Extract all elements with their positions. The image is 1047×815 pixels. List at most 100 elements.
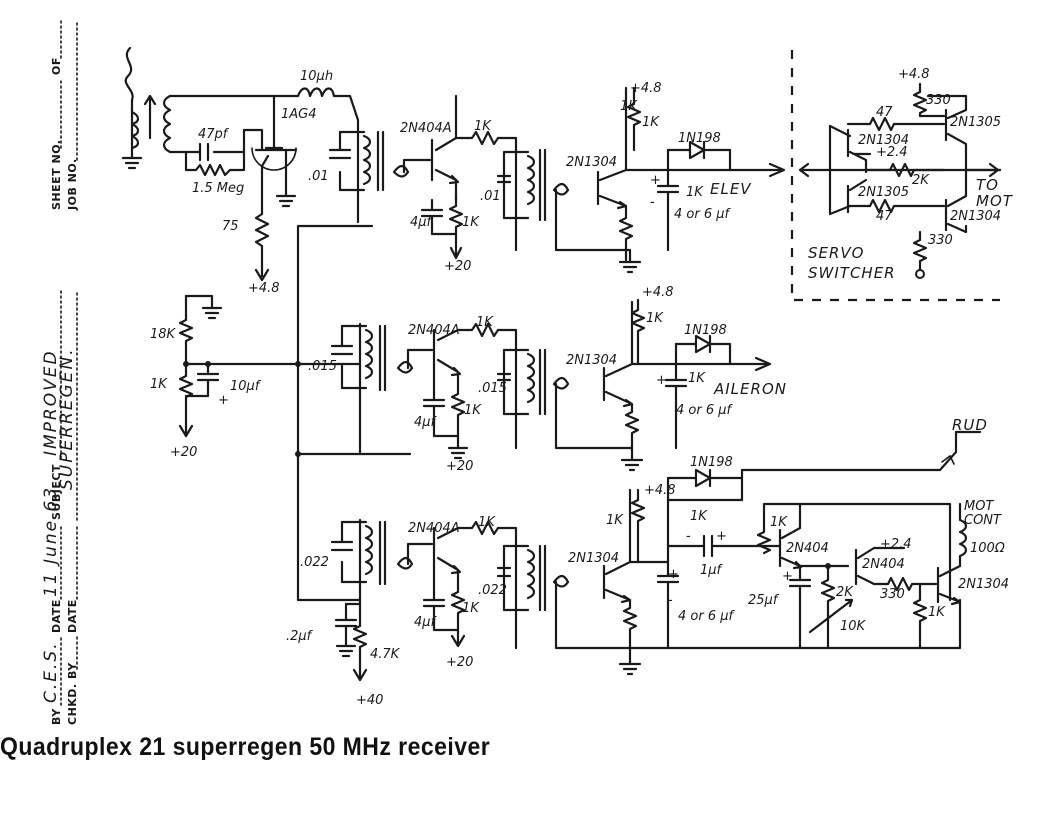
mot-cont-label-1: MOT xyxy=(964,499,994,514)
qs1-label: 2N1304 xyxy=(858,133,909,148)
r47a-label: 47 xyxy=(876,105,893,120)
channel-aileron: .015 2N404A 1K 1K 4μf +20 .015 2N1304 +4… xyxy=(308,285,787,474)
checked-by-label: CHKD. BY xyxy=(66,662,79,725)
d2-label: 1N198 xyxy=(684,323,727,338)
c4uf-ch2-label: 4μf xyxy=(414,415,438,430)
c-015-ch2b-label: .015 xyxy=(478,381,507,396)
qs3-label: 2N1305 xyxy=(858,185,909,200)
r1k-q2c-label: 1K xyxy=(642,115,660,130)
detector-stage: 47pf 1.5 Meg 1AG4 75 +4.8 10μh xyxy=(121,46,360,296)
minus-ch1: - xyxy=(650,195,655,210)
v48a-label: +4.8 xyxy=(248,281,280,296)
plus-1uf: + xyxy=(716,529,727,544)
to-mot-label-1: TO xyxy=(976,176,999,194)
choke-10uh-label: 10μh xyxy=(300,69,333,84)
c25uf-label: 25μf xyxy=(748,593,780,608)
r330b-label: 330 xyxy=(928,233,953,248)
date2-label: DATE xyxy=(66,599,79,633)
q8-label: 2N404 xyxy=(862,557,905,572)
r330c-label: 330 xyxy=(880,587,905,602)
r47k-label: 4.7K xyxy=(370,647,401,662)
r1k-q3e-label: 1K xyxy=(464,403,482,418)
sheet-no-label: SHEET NO. xyxy=(50,140,63,210)
v48c-label: +4.8 xyxy=(642,285,674,300)
r1k-q7-label: 1K xyxy=(770,515,788,530)
plus-ch1: + xyxy=(650,173,661,188)
elev-label: ELEV xyxy=(710,180,752,198)
q2-label: 2N1304 xyxy=(566,155,617,170)
date-label: DATE xyxy=(50,599,63,633)
r1k-bias-label: 1K xyxy=(150,377,168,392)
subject-line-2: SUPERREGEN. xyxy=(57,347,77,490)
v24s-label: +2.4 xyxy=(876,145,908,160)
v48d-label: +4.8 xyxy=(644,483,676,498)
c4uf-ch3-label: 4μf xyxy=(414,615,438,630)
d1-label: 1N198 xyxy=(678,131,721,146)
c-022-ch3b-label: .022 xyxy=(478,583,507,598)
servo-label-1: SERVO xyxy=(808,244,865,262)
c2uf-label: .2μf xyxy=(286,629,314,644)
tube-1ag4-label: 1AG4 xyxy=(281,107,317,122)
supply-bus xyxy=(295,224,412,602)
aileron-label: AILERON xyxy=(713,380,787,398)
r1k-q6-label: 1K xyxy=(606,513,624,528)
v48s-label: +4.8 xyxy=(898,67,930,82)
subject-line-1: IMPROVED xyxy=(41,349,61,456)
v20c-label: +20 xyxy=(446,655,473,670)
job-no-label: JOB NO. xyxy=(66,158,79,211)
r1k-q4-label: 1K xyxy=(646,311,664,326)
qs4-label: 2N1304 xyxy=(950,209,1001,224)
channel-rudder: .022 2N404A 1K 1K 4μf +20 .2μf 4.7K +40 … xyxy=(286,416,1009,708)
servo-label-2: SWITCHER xyxy=(808,264,896,282)
c4uf-ch1-label: 4μf xyxy=(410,215,434,230)
r47b-label: 47 xyxy=(876,209,893,224)
subject-label: SUBJECT xyxy=(50,464,63,520)
q9-label: 2N1304 xyxy=(958,577,1009,592)
channel-elev: .01 2N404A 1K 1K 4μf +20 .01 2N1304 1K 1… xyxy=(308,81,786,274)
r1k-d2-label: 1K xyxy=(688,371,706,386)
antenna xyxy=(124,46,134,102)
bias-network: 18K 1K +20 + 10μf xyxy=(150,294,300,460)
r-75-label: 75 xyxy=(222,219,239,234)
plus-bias: + xyxy=(218,393,229,408)
c-01-ch1b-label: .01 xyxy=(480,189,501,204)
r2k-label: 2K xyxy=(836,585,854,600)
c-47pf-label: 47pf xyxy=(198,127,230,142)
plus-ch3: + xyxy=(668,567,679,582)
c-4or6-ch1-label: 4 or 6 μf xyxy=(674,207,732,222)
v24c-label: +2.4 xyxy=(880,537,912,552)
c-01-ch1-label: .01 xyxy=(308,169,329,184)
diagram-caption: Quadruplex 21 superregen 50 MHz receiver xyxy=(0,733,491,761)
v40-label: +40 xyxy=(356,693,383,708)
r2ks-label: 2K xyxy=(912,173,930,188)
q3-label: 2N404A xyxy=(408,323,460,338)
mot-cont-label-2: CONT xyxy=(964,513,1002,528)
v20a-label: +20 xyxy=(444,259,471,274)
r10k-label: 10K xyxy=(840,619,867,634)
c10uf-label: 10μf xyxy=(230,379,262,394)
v20b-label: +20 xyxy=(446,459,473,474)
q7-label: 2N404 xyxy=(786,541,829,556)
r1k-q5e-label: 1K xyxy=(462,601,480,616)
plus-25uf: + xyxy=(782,569,793,584)
c-022-ch3-label: .022 xyxy=(300,555,329,570)
q1-label: 2N404A xyxy=(400,121,452,136)
r1k-q3-label: 1K xyxy=(476,315,494,330)
rud-label: RUD xyxy=(952,416,988,434)
r1k-d3-label: 1K xyxy=(690,509,708,524)
r1k-d1-label: 1K xyxy=(686,185,704,200)
r-1.5meg-label: 1.5 Meg xyxy=(192,181,244,196)
by-value: C.E.S. xyxy=(41,641,61,703)
r1k-q1e-label: 1K xyxy=(462,215,480,230)
v48b-label: +4.8 xyxy=(630,81,662,96)
r18k-label: 18K xyxy=(150,327,177,342)
q4-label: 2N1304 xyxy=(566,353,617,368)
c-4or6-ch2-label: 4 or 6 μf xyxy=(676,403,734,418)
c-4or6-ch3-label: 4 or 6 μf xyxy=(678,609,736,624)
q6-label: 2N1304 xyxy=(568,551,619,566)
to-mot-label-2: MOT xyxy=(976,192,1014,210)
r1k-q1-label: 1K xyxy=(474,119,492,134)
plus-ch2: + xyxy=(656,373,667,388)
v20-bias-label: +20 xyxy=(170,445,197,460)
